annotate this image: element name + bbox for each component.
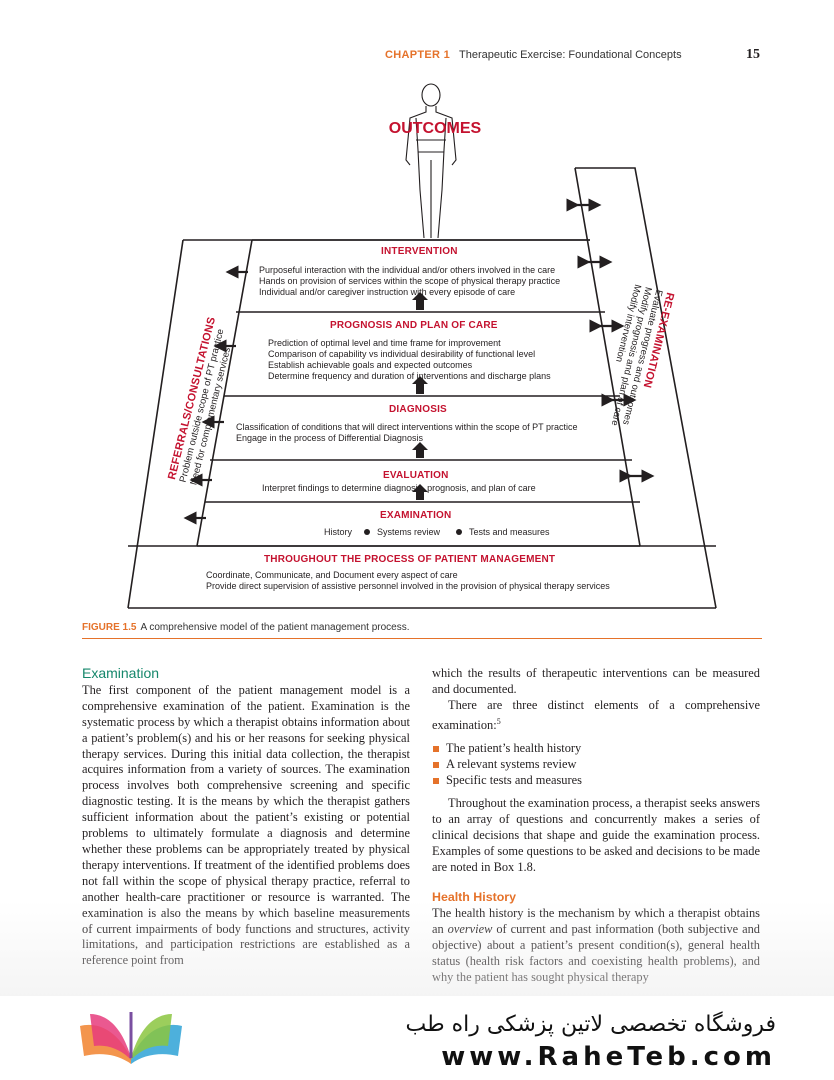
evaluation-line-1: Interpret findings to determine diagnosi… xyxy=(262,483,536,493)
throughout-title: THROUGHOUT THE PROCESS OF PATIENT MANAGE… xyxy=(264,554,556,565)
right-column: which the results of therapeutic interve… xyxy=(432,666,760,985)
open-book-logo-icon xyxy=(80,1012,182,1064)
chapter-label: CHAPTER 1 xyxy=(385,49,451,61)
figure-number: FIGURE 1.5 xyxy=(82,622,137,633)
figure-frame xyxy=(127,83,717,609)
examination-item-history: History xyxy=(324,527,353,537)
footer-banner: فروشگاه تخصصی لاتین پزشکی راه طب www.Rah… xyxy=(0,996,834,1080)
throughout-line-1: Coordinate, Communicate, and Document ev… xyxy=(206,570,458,580)
continuation-paragraph: which the results of therapeutic interve… xyxy=(432,666,760,696)
double-arrows xyxy=(566,198,655,483)
caption-rule xyxy=(82,638,762,639)
human-figure-icon xyxy=(405,83,457,239)
intervention-line-2: Hands on provision of services within th… xyxy=(259,276,561,286)
patient-management-figure: OUTCOMES INTERVENTION Purposeful interac… xyxy=(0,70,834,620)
examination-paragraph: The first component of the patient manag… xyxy=(82,682,410,968)
prognosis-line-2: Comparison of capability vs individual d… xyxy=(268,349,536,359)
page-header: CHAPTER 1 Therapeutic Exercise: Foundati… xyxy=(0,46,834,66)
intervention-line-1: Purposeful interaction with the individu… xyxy=(259,265,556,275)
health-history-heading: Health History xyxy=(432,890,516,904)
intervention-line-3: Individual and/or caregiver instruction … xyxy=(259,287,516,297)
intervention-title: INTERVENTION xyxy=(381,246,458,257)
chapter-title: Therapeutic Exercise: Foundational Conce… xyxy=(459,49,682,61)
left-arrows xyxy=(183,265,248,525)
intro-text: There are three distinct elements of a c… xyxy=(432,697,760,732)
health-history-emphasis: overview xyxy=(447,921,493,936)
list-item: The patient’s health history xyxy=(432,741,760,757)
examination-item-systems: Systems review xyxy=(377,527,441,537)
questions-paragraph: Throughout the examination process, a th… xyxy=(432,796,760,875)
intro-paragraph: There are three distinct elements of a c… xyxy=(432,698,760,734)
page-number: 15 xyxy=(746,47,760,62)
outcomes-label: OUTCOMES xyxy=(388,120,482,137)
footer-url: www.RaheTeb.com xyxy=(441,1042,776,1072)
diagnosis-line-2: Engage in the process of Differential Di… xyxy=(236,433,423,443)
examination-title: EXAMINATION xyxy=(380,510,452,521)
evaluation-title: EVALUATION xyxy=(383,470,449,481)
list-item: Specific tests and measures xyxy=(432,773,760,789)
list-item: A relevant systems review xyxy=(432,757,760,773)
diagnosis-title: DIAGNOSIS xyxy=(389,404,447,415)
up-arrows xyxy=(412,292,428,500)
prognosis-line-4: Determine frequency and duration of inte… xyxy=(268,371,551,381)
reference-superscript: 5 xyxy=(496,716,501,726)
examination-heading: Examination xyxy=(82,665,160,681)
prognosis-line-1: Prediction of optimal level and time fra… xyxy=(268,338,501,348)
prognosis-title: PROGNOSIS AND PLAN OF CARE xyxy=(330,320,498,331)
examination-item-tests: Tests and measures xyxy=(469,527,550,537)
figure-caption-text: A comprehensive model of the patient man… xyxy=(140,622,410,633)
examination-elements-list: The patient’s health history A relevant … xyxy=(432,741,760,789)
throughout-line-2: Provide direct supervision of assistive … xyxy=(206,581,610,591)
diagnosis-line-1: Classification of conditions that will d… xyxy=(236,422,578,432)
left-column: Examination The first component of the p… xyxy=(82,665,410,969)
footer-persian-text: فروشگاه تخصصی لاتین پزشکی راه طب xyxy=(405,1012,777,1037)
health-history-paragraph: The health history is the mechanism by w… xyxy=(432,906,760,986)
prognosis-line-3: Establish achievable goals and expected … xyxy=(268,360,473,370)
